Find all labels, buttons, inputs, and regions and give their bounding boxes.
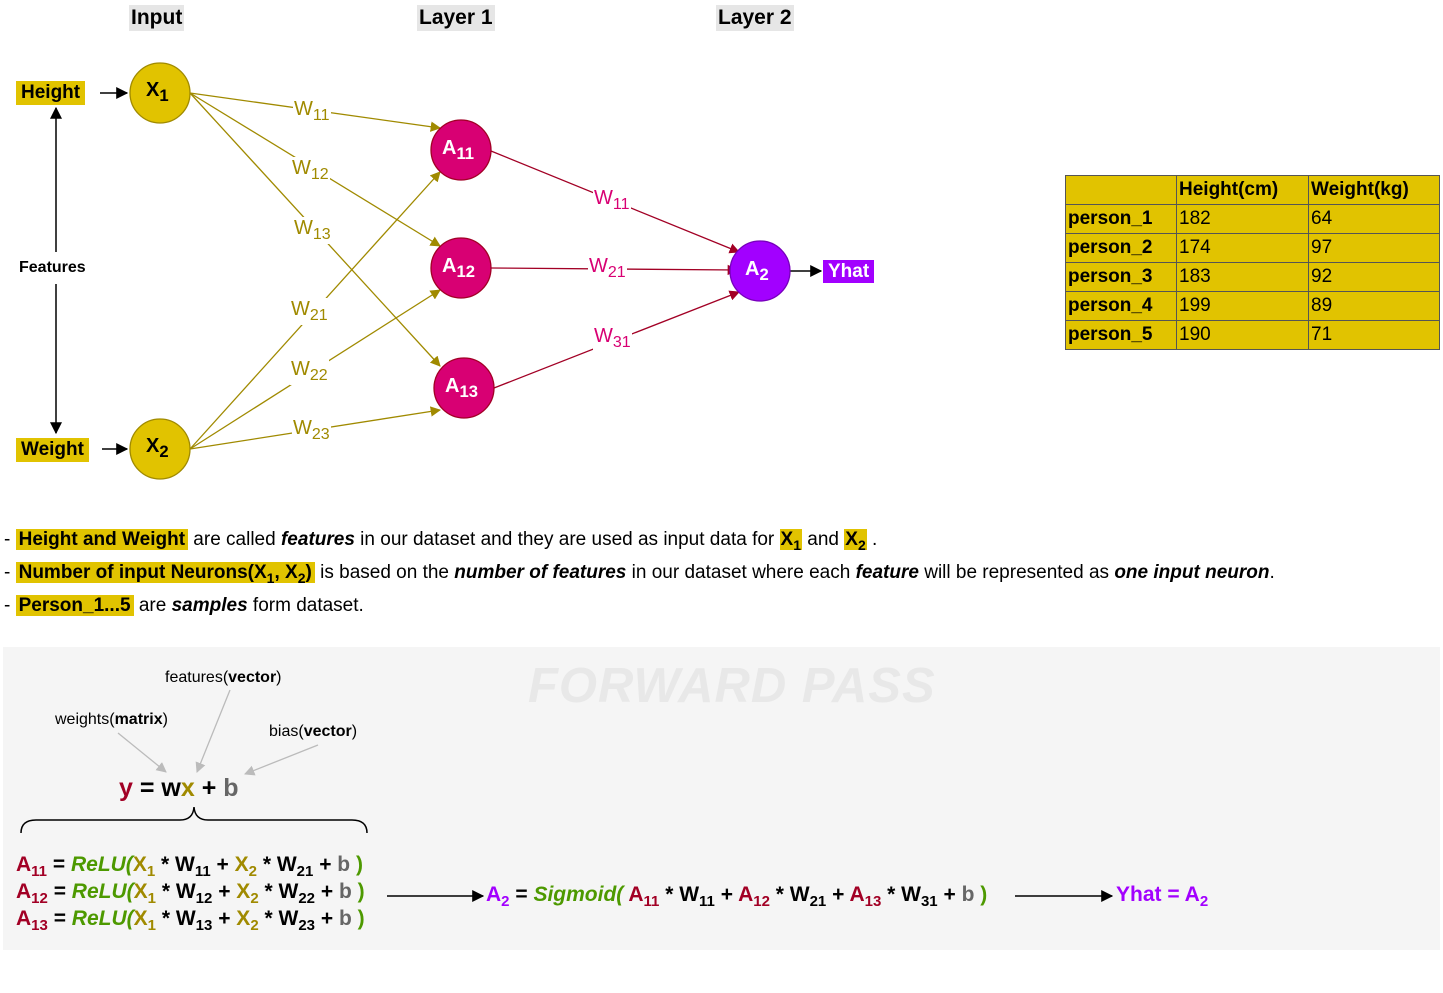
table-cell: 174 [1176, 233, 1309, 263]
weight-label-w23: W23 [292, 417, 331, 444]
table-cell: 97 [1308, 233, 1440, 263]
neuron-a12 [430, 237, 492, 299]
table-cell: 64 [1308, 204, 1440, 234]
table-cell: person_2 [1065, 233, 1177, 263]
table-cell: person_3 [1065, 262, 1177, 292]
annotation-bias: bias(vector) [269, 723, 358, 740]
features-label: Features [19, 259, 86, 277]
label-a2: A2 [745, 258, 769, 284]
equation-a11: A11 = ReLU(X1 * W11 + X2 * W21 + b ) [16, 853, 363, 881]
table-header-cell [1065, 175, 1177, 205]
neuron-a13 [433, 357, 495, 419]
table-row: person_5 190 71 [1065, 320, 1440, 350]
table-row: person_1 182 64 [1065, 204, 1440, 234]
label-a13: A13 [445, 375, 478, 401]
equation-a13: A13 = ReLU(X1 * W13 + X2 * W23 + b ) [16, 907, 365, 935]
label-a12: A12 [442, 255, 475, 281]
annotation-features: features(vector) [165, 669, 282, 686]
table-row: person_2 174 97 [1065, 233, 1440, 263]
equation-a12: A12 = ReLU(X1 * W12 + X2 * W22 + b ) [16, 880, 365, 908]
weight-label-w12: W12 [291, 157, 330, 184]
table-header-cell: Weight(kg) [1308, 175, 1440, 205]
table-header-row: Height(cm) Weight(kg) [1065, 175, 1440, 205]
weight-label-l2-w31: W31 [593, 325, 632, 352]
table-cell: 92 [1308, 262, 1440, 292]
table-cell: person_4 [1065, 291, 1177, 321]
table-cell: person_1 [1065, 204, 1177, 234]
header-input: Input [129, 5, 185, 31]
header-layer1: Layer 1 [417, 5, 495, 31]
weight-label-w13: W13 [293, 217, 332, 244]
weight-label-l2-w11: W11 [593, 187, 631, 214]
neuron-x1 [129, 62, 191, 124]
table-cell: 199 [1176, 291, 1309, 321]
equation-linear: y = wx + b [119, 774, 239, 802]
pointer-features [195, 689, 231, 773]
note-1: - Height and Weight are called features … [4, 529, 878, 553]
label-a11: A11 [442, 137, 475, 163]
table-cell: 71 [1308, 320, 1440, 350]
forward-pass-arrows [20, 689, 1114, 902]
note-3: - Person_1...5 are samples form dataset. [4, 594, 364, 616]
weight-label-w11: W11 [293, 98, 331, 125]
notes: - Height and Weight are called features … [4, 526, 1275, 619]
table-row: person_4 199 89 [1065, 291, 1440, 321]
input-height-tag: Height [16, 81, 86, 105]
table-cell: 190 [1176, 320, 1309, 350]
weight-label-l2-w21: W21 [588, 255, 627, 282]
table-row: person_3 183 92 [1065, 262, 1440, 292]
table-cell: 182 [1176, 204, 1309, 234]
note-2: - Number of input Neurons(X1, X2) is bas… [4, 561, 1275, 586]
dataset-table: Height(cm) Weight(kg) person_1 182 64 pe… [1065, 175, 1440, 350]
table-cell: 89 [1308, 291, 1440, 321]
equation-a2: A2 = Sigmoid( A11 * W11 + A12 * W21 + A1… [486, 883, 988, 911]
pointer-weights [117, 732, 167, 773]
neuron-a2 [729, 240, 791, 302]
header-layer2: Layer 2 [716, 5, 794, 31]
curly-brace [20, 806, 368, 834]
equation-yhat: Yhat = A2 [1116, 883, 1209, 911]
input-weight-tag: Weight [16, 438, 89, 462]
label-x2: X2 [146, 435, 169, 461]
forward-pass-title: FORWARD PASS [528, 659, 936, 713]
neuron-x2 [129, 418, 191, 480]
neuron-a11 [430, 119, 492, 181]
label-x1: X1 [146, 79, 169, 105]
forward-pass-panel [3, 647, 1440, 950]
table-header-cell: Height(cm) [1176, 175, 1309, 205]
table-cell: person_5 [1065, 320, 1177, 350]
table-cell: 183 [1176, 262, 1309, 292]
weight-label-w22: W22 [290, 358, 329, 385]
weight-label-w21: W21 [290, 298, 329, 325]
annotation-weights: weights(matrix) [55, 711, 168, 728]
pointer-bias [244, 744, 319, 776]
output-yhat: Yhat [823, 260, 875, 283]
